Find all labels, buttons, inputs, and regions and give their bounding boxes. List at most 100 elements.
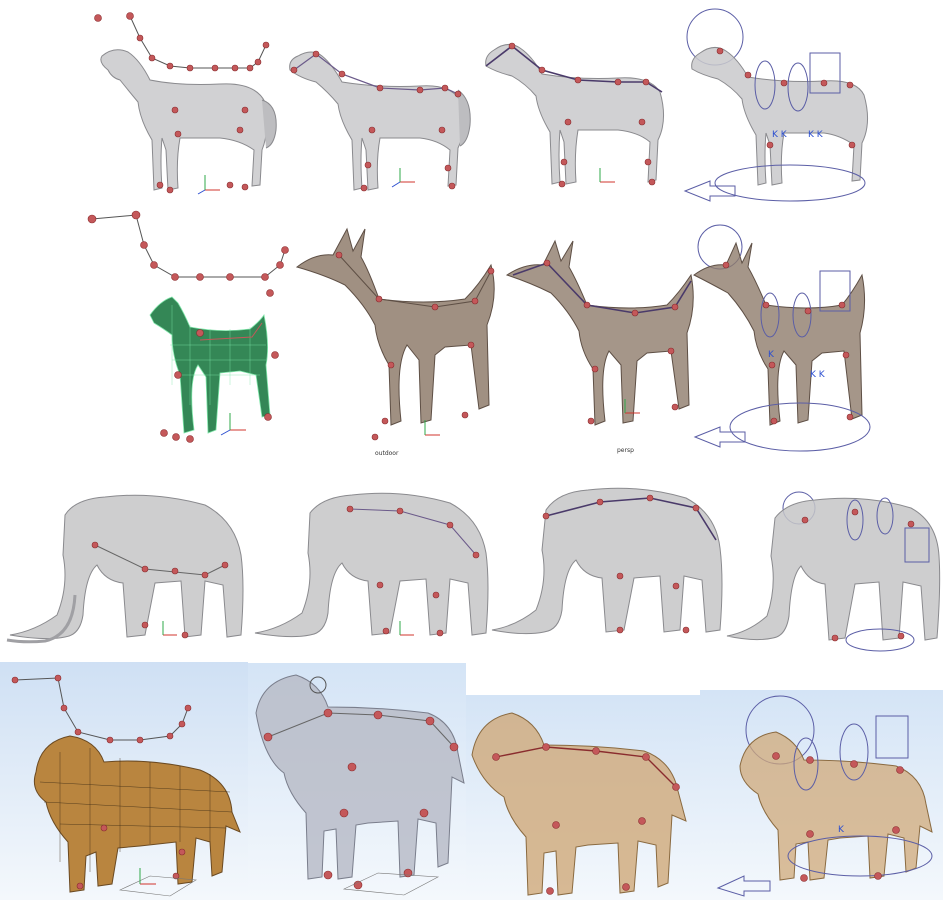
joint	[127, 13, 134, 20]
joint	[141, 242, 148, 249]
joint	[468, 342, 474, 348]
joint	[232, 65, 238, 71]
joint	[267, 290, 274, 297]
joint	[182, 632, 188, 638]
joint	[137, 35, 143, 41]
joint	[802, 517, 808, 523]
joint	[553, 822, 560, 829]
joint	[639, 119, 645, 125]
hip-control	[876, 716, 908, 758]
joint	[340, 809, 348, 817]
joint	[617, 627, 623, 633]
joint	[291, 67, 297, 73]
joint	[509, 43, 515, 49]
joint	[450, 743, 458, 751]
joint	[324, 871, 332, 879]
lioness-body	[34, 736, 240, 892]
joint	[313, 51, 319, 57]
joint	[445, 165, 451, 171]
joint	[265, 414, 272, 421]
joint	[426, 717, 434, 725]
elephant-body	[10, 495, 243, 638]
joint	[773, 753, 780, 760]
lioness-stage-2-skeleton-overlay	[248, 663, 466, 900]
joint	[262, 274, 269, 281]
joint	[172, 274, 179, 281]
joint	[543, 744, 550, 751]
joint	[347, 506, 353, 512]
lioness-stage-1-joint-placement	[0, 662, 248, 900]
joint	[197, 330, 204, 337]
lioness-stage-4-control-rig: K	[700, 690, 943, 900]
joint	[179, 721, 185, 727]
joint	[763, 302, 769, 308]
joint	[455, 91, 461, 97]
deer-stage-1-joint-placement	[80, 205, 290, 455]
axis-gizmo	[600, 168, 615, 182]
joint	[376, 296, 382, 302]
root-control	[715, 165, 865, 201]
joint	[132, 211, 140, 219]
joint	[339, 71, 345, 77]
axis-gizmo	[140, 868, 156, 884]
joint	[172, 568, 178, 574]
joint	[875, 873, 882, 880]
joint	[473, 552, 479, 558]
joint	[615, 79, 621, 85]
joint	[565, 119, 571, 125]
joint	[374, 711, 382, 719]
joint	[101, 825, 107, 831]
elephant-stage-3-bone-display	[490, 480, 725, 655]
joint	[157, 182, 163, 188]
joint	[75, 729, 81, 735]
joint	[847, 414, 853, 420]
direction-arrow	[718, 876, 770, 896]
direction-arrow	[695, 427, 745, 447]
joint	[447, 522, 453, 528]
joint	[365, 162, 371, 168]
joint	[805, 308, 811, 314]
joint	[821, 80, 827, 86]
joint	[388, 362, 394, 368]
joint	[173, 434, 180, 441]
joint	[197, 274, 204, 281]
joint	[167, 733, 173, 739]
joint	[597, 499, 603, 505]
joint	[539, 67, 545, 73]
joint	[107, 737, 113, 743]
joint	[242, 184, 248, 190]
joint	[745, 72, 751, 78]
joint	[377, 85, 383, 91]
joint	[647, 495, 653, 501]
joint	[559, 181, 565, 187]
joint	[488, 268, 494, 274]
joint	[849, 142, 855, 148]
joint	[649, 179, 655, 185]
joint	[898, 633, 904, 639]
joint	[807, 757, 814, 764]
joint	[439, 127, 445, 133]
joint	[161, 430, 168, 437]
axis-gizmo	[425, 420, 440, 435]
joint	[12, 677, 18, 683]
joint	[369, 127, 375, 133]
joint	[377, 582, 383, 588]
joint	[77, 883, 83, 889]
joint	[543, 513, 549, 519]
joint	[623, 884, 630, 891]
joint	[167, 187, 173, 193]
svg-text:K K: K K	[808, 130, 824, 140]
joint	[263, 42, 269, 48]
joint	[179, 849, 185, 855]
svg-text:K K: K K	[772, 130, 788, 140]
lioness-body	[256, 675, 464, 879]
joint	[175, 372, 182, 379]
joint	[643, 754, 650, 761]
joint	[839, 302, 845, 308]
joint	[723, 262, 729, 268]
joint	[851, 761, 858, 768]
joint	[593, 748, 600, 755]
joint	[172, 107, 178, 113]
elephant-stage-4-control-rig	[725, 488, 943, 660]
